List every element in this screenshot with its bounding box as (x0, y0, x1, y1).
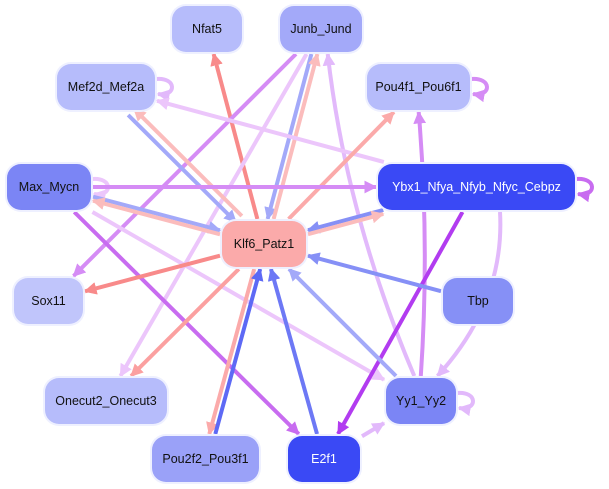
edge-e2f1-to-yy1 (360, 421, 386, 438)
node-label: Tbp (467, 294, 489, 308)
node-label: Mef2d_Mef2a (67, 80, 145, 94)
node-junb[interactable]: Junb_Jund (280, 6, 362, 52)
edge-ybx1-to-ybx1 (575, 176, 594, 203)
edge-pou4f1-to-pou4f1 (470, 76, 489, 103)
edge-klf6-to-max (91, 197, 221, 237)
edge-klf6-to-nfat5 (210, 52, 260, 220)
edge-klf6-to-pou2f2 (206, 268, 257, 436)
node-label: Klf6_Patz1 (233, 237, 295, 251)
node-label: Pou4f1_Pou6f1 (375, 80, 462, 94)
node-label: Yy1_Yy2 (395, 394, 447, 408)
node-label: Junb_Jund (290, 22, 352, 36)
edge-klf6-to-pou4f1 (287, 110, 396, 221)
node-label: Sox11 (31, 294, 66, 308)
edge-mef2d-to-klf6 (126, 113, 238, 224)
edge-ybx1-to-klf6 (306, 208, 384, 234)
edge-pou2f2-to-klf6 (213, 267, 264, 435)
node-label: Pou2f2_Pou3f1 (162, 452, 249, 466)
edge-max-to-klf6 (92, 194, 222, 234)
edges-layer (72, 52, 594, 438)
edge-tbp-to-klf6 (306, 252, 442, 294)
edge-yy1-to-yy1 (456, 390, 475, 417)
node-onecut[interactable]: Onecut2_Onecut3 (45, 378, 167, 424)
node-label: Ybx1_Nfya_Nfyb_Nfyc_Cebpz (392, 180, 561, 194)
edge-mef2d-to-mef2d (155, 76, 174, 103)
node-label: Max_Mycn (18, 180, 80, 194)
node-yy1[interactable]: Yy1_Yy2 (386, 378, 456, 424)
node-tbp[interactable]: Tbp (443, 278, 513, 324)
node-sox11[interactable]: Sox11 (14, 278, 83, 324)
edge-klf6-to-ybx1 (307, 210, 385, 237)
node-pou4f1[interactable]: Pou4f1_Pou6f1 (367, 64, 470, 110)
node-klf6[interactable]: Klf6_Patz1 (222, 221, 306, 267)
edge-junb-to-onecut (118, 52, 309, 378)
node-pou2f2[interactable]: Pou2f2_Pou3f1 (152, 436, 259, 482)
node-label: Onecut2_Onecut3 (55, 394, 157, 408)
node-mef2d[interactable]: Mef2d_Mef2a (57, 64, 155, 110)
edge-ybx1-to-e2f1 (336, 211, 465, 436)
node-max[interactable]: Max_Mycn (7, 164, 91, 210)
node-e2f1[interactable]: E2f1 (288, 436, 360, 482)
node-label: Nfat5 (192, 22, 222, 36)
node-ybx1[interactable]: Ybx1_Nfya_Nfyb_Nfyc_Cebpz (378, 164, 575, 210)
edge-klf6-to-mef2d (132, 107, 244, 218)
edge-yy1-to-pou4f1 (413, 110, 427, 377)
edge-max-to-yy1 (91, 210, 386, 382)
edge-klf6-to-sox11 (83, 253, 221, 295)
edge-ybx1-to-mef2d (155, 97, 385, 164)
node-label: E2f1 (311, 452, 337, 466)
node-nfat5[interactable]: Nfat5 (172, 6, 242, 52)
edge-e2f1-to-klf6 (267, 267, 319, 435)
edge-junb-to-sox11 (72, 52, 298, 278)
edge-klf6-to-onecut (129, 267, 241, 378)
edge-yy1-to-klf6 (287, 267, 398, 378)
